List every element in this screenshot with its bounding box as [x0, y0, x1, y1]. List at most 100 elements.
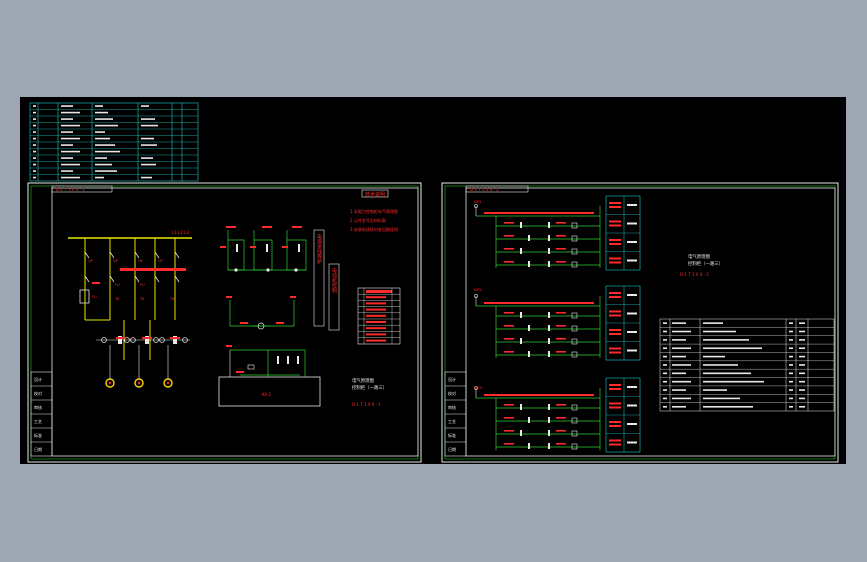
ladder-group-3 [474, 377, 641, 453]
rung-tag [556, 325, 566, 327]
rung-contact [548, 261, 550, 267]
rung-contact [520, 404, 522, 410]
rung-tag-row [484, 302, 594, 304]
ladder-side-label [609, 296, 621, 298]
vertical-label-2: 电动机控制 [331, 267, 337, 294]
rung-coil [571, 443, 578, 450]
table-cell-text [95, 124, 118, 127]
ladder-group-1 [474, 195, 641, 271]
control-coil [257, 322, 265, 330]
mat-row-text [366, 339, 386, 342]
table-cell-text [703, 397, 740, 400]
table-cell-text [95, 111, 108, 114]
rung-tag [556, 404, 566, 406]
control-ladders [474, 195, 641, 453]
note-2: 2.元件型号见材料表 [350, 217, 386, 223]
note-1: 1.本图为控制柜电气原理图 [350, 208, 398, 214]
rung-coil [571, 222, 578, 229]
rung-contact [528, 351, 530, 357]
mat-row-text [366, 321, 386, 323]
table-cell-text [672, 405, 686, 408]
group-label-2: KM2 [474, 288, 482, 292]
vertical-label-boxes: 电源进线保护 电动机控制 [313, 229, 340, 331]
table-cell-text [703, 322, 723, 324]
table-cell-text [672, 339, 686, 341]
table-cell-text [61, 150, 80, 153]
mat-row-text [366, 308, 386, 311]
sheet-right-top-code: D-1 T 1 0 4 - 2 [470, 187, 499, 192]
rung-contact [528, 325, 530, 331]
rung-coil [571, 430, 578, 437]
table-cell-text [33, 124, 36, 127]
rung-tag [504, 312, 514, 314]
table-cell-text [61, 118, 73, 120]
ladder-side-label [609, 347, 621, 350]
table-cell-text [672, 322, 686, 324]
rung-tag [556, 430, 566, 432]
notes-title: 技术说明 [365, 191, 385, 198]
table-cell-text [672, 355, 686, 358]
table-cell-text [799, 397, 805, 400]
rung-tag [556, 443, 566, 445]
rung-contact [528, 235, 530, 241]
table-cell-text [33, 144, 36, 146]
rung-tag [556, 248, 566, 250]
svg-text:QF: QF [138, 259, 143, 263]
relay-label: KA-1 [262, 392, 272, 397]
mat-row-text [366, 302, 386, 305]
table-cell-text [799, 355, 805, 358]
rung-contact [528, 443, 530, 449]
table-cell-text [663, 405, 667, 408]
table-cell-text [799, 389, 805, 391]
table-cell-text [663, 372, 667, 375]
table-cell-text [33, 150, 36, 153]
control-top-contacts [234, 244, 300, 272]
table-cell-text [33, 176, 36, 179]
vertical-label-1: 电源进线保护 [316, 233, 322, 265]
table-cell-text [703, 347, 762, 350]
mat-row-text [366, 327, 386, 330]
mat-row-text [366, 314, 386, 317]
rung-coil [571, 417, 578, 424]
rung-tag [504, 248, 514, 250]
svg-text:设计: 设计 [448, 376, 456, 382]
table-cell-text [703, 389, 727, 391]
ladder-side-code [627, 204, 637, 206]
table-cell-text [663, 330, 667, 333]
sheet-right-frame [441, 182, 839, 463]
table-cell-text [789, 355, 793, 358]
breaker-contact [154, 251, 160, 259]
table-cell-text [789, 405, 793, 408]
table-cell-text [799, 364, 805, 366]
svg-text:日期: 日期 [448, 446, 456, 452]
rung-contact [520, 222, 522, 228]
table-cell-text [95, 150, 120, 153]
svg-text:TA: TA [139, 297, 145, 301]
breaker-contact [84, 251, 90, 259]
rung-tag [504, 261, 514, 263]
ladder-label-column [605, 285, 641, 361]
table-cell-text [61, 163, 80, 166]
breaker-contact [134, 251, 140, 259]
sheet-left-title-2: 控制柜（一路三） [352, 384, 387, 391]
svg-text:校对: 校对 [34, 390, 42, 396]
rung-contact [548, 417, 550, 423]
table-cell-text [799, 380, 805, 383]
control-circuit-middle [229, 300, 295, 327]
table-cell-text [141, 124, 158, 127]
table-cell-text [95, 170, 117, 172]
rung-tag [556, 261, 566, 263]
svg-text:设计: 设计 [34, 376, 42, 382]
rung-contact [528, 417, 530, 423]
table-cell-text [789, 339, 793, 341]
rung-tag [556, 417, 566, 419]
rung-contact [548, 443, 550, 449]
rung-contact [548, 222, 550, 228]
table-cell-text [141, 144, 157, 146]
materials-table-left [357, 287, 401, 345]
table-cell-text [703, 372, 751, 375]
ladder-side-code [627, 331, 637, 333]
sheet-left-frame [27, 182, 422, 463]
parts-table-top-rows [30, 105, 198, 179]
table-cell-text [703, 355, 725, 358]
